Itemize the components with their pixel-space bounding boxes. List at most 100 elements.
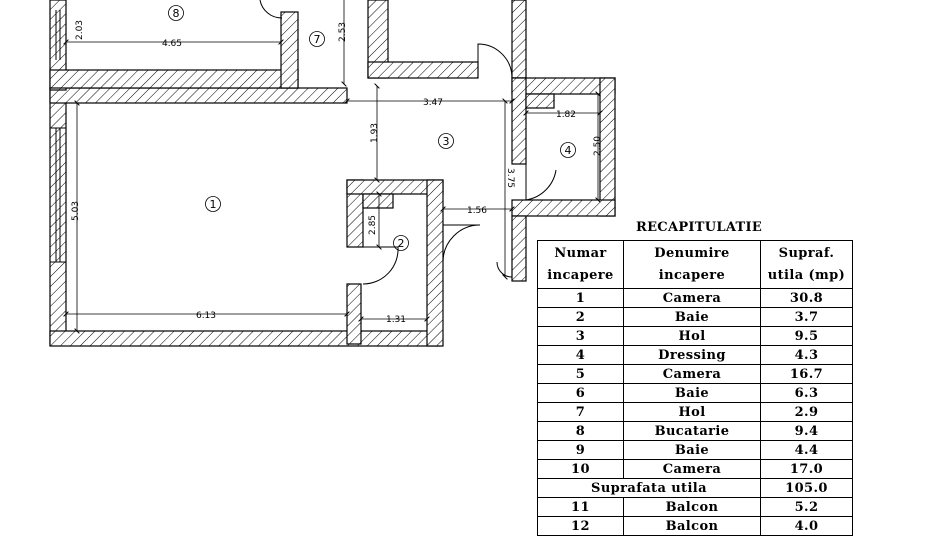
cell-area: 3.7	[760, 307, 853, 327]
header-name-line1: Denumire	[654, 245, 730, 261]
recap-table: Numar incapere Denumire incapere Supraf.…	[537, 240, 853, 536]
cell-number: 4	[537, 345, 624, 365]
header-number-line2: incapere	[547, 267, 614, 283]
room-label-2: 2	[398, 237, 405, 250]
dim-label-1-56: 1.56	[467, 206, 487, 216]
room-marker-2	[393, 235, 409, 251]
cell-area: 4.4	[760, 440, 853, 460]
cell-area: 4.3	[760, 345, 853, 365]
dimension-lines	[63, 0, 603, 334]
door-room4	[525, 164, 557, 201]
wall-room4-bottom	[511, 199, 616, 217]
door-room2	[362, 246, 399, 285]
cell-name: Baie	[623, 307, 761, 327]
room-label-1: 1	[210, 198, 217, 211]
cell-name: Camera	[623, 364, 761, 384]
door-hol-lower	[496, 261, 513, 278]
cell-number: 1	[537, 288, 624, 308]
cell-area: 17.0	[760, 459, 853, 479]
cell-name: Camera	[623, 288, 761, 308]
cell-area: 4.0	[760, 516, 853, 536]
cell-area: 9.4	[760, 421, 853, 441]
header-number-line1: Numar	[554, 245, 607, 261]
wall-room4-left	[511, 77, 527, 165]
header-name: Denumire incapere	[623, 240, 761, 289]
cell-name: Balcon	[623, 516, 761, 536]
total-area: 105.0	[760, 478, 853, 498]
cell-name: Bucatarie	[623, 421, 761, 441]
cell-name: Baie	[623, 440, 761, 460]
room-label-4: 4	[565, 144, 572, 157]
header-area-line2: utila (mp)	[767, 267, 846, 283]
window-left	[50, 10, 66, 263]
cell-area: 9.5	[760, 326, 853, 346]
room-marker-3	[438, 133, 454, 149]
cell-name: Hol	[623, 402, 761, 422]
wall-room2-right	[426, 179, 444, 347]
cell-number: 6	[537, 383, 624, 403]
cell-number: 7	[537, 402, 624, 422]
wall-room1-top	[49, 87, 348, 104]
dim-label-1-93: 1.93	[370, 123, 380, 143]
cell-name: Balcon	[623, 497, 761, 517]
cell-number: 8	[537, 421, 624, 441]
room-label-8: 8	[173, 7, 180, 20]
wall-room1-left	[49, 87, 67, 346]
dimension-labels: 2.03 4.65 2.53 3.47 1.82 1.93 2.50 3.75 …	[71, 20, 603, 325]
cell-number: 9	[537, 440, 624, 460]
door-room8	[259, 0, 283, 19]
cell-number: 11	[537, 497, 624, 517]
total-label: Suprafata utila	[537, 478, 761, 498]
cell-number: 10	[537, 459, 624, 479]
room-label-3: 3	[443, 135, 450, 148]
cell-number: 12	[537, 516, 624, 536]
room-numbers	[168, 5, 576, 251]
header-name-line2: incapere	[658, 267, 726, 283]
walls	[49, 0, 616, 347]
wall-upper-right	[511, 0, 527, 79]
cell-area: 5.2	[760, 497, 853, 517]
wall-room4-inner	[525, 93, 555, 109]
cell-area: 2.9	[760, 402, 853, 422]
room-marker-7	[309, 31, 325, 47]
cell-name: Hol	[623, 326, 761, 346]
dim-label-6-13: 6.13	[196, 311, 216, 321]
room-number-labels: 1 2 3 4 7 8	[173, 7, 572, 250]
cell-name: Camera	[623, 459, 761, 479]
header-area-line1: Supraf.	[778, 245, 835, 261]
room-marker-4	[560, 142, 576, 158]
wall-hol-right	[511, 215, 527, 282]
room-marker-8	[168, 5, 184, 21]
dim-label-2-85: 2.85	[368, 215, 378, 235]
cell-name: Dressing	[623, 345, 761, 365]
header-number: Numar incapere	[537, 240, 624, 289]
wall-room8-bottom	[49, 69, 299, 89]
wall-room1-bottom	[49, 330, 441, 347]
wall-room2-inner-step	[362, 193, 394, 209]
wall-upper-bottom	[367, 61, 479, 79]
cell-number: 5	[537, 364, 624, 384]
room-label-7: 7	[314, 33, 321, 46]
dim-label-3-47: 3.47	[423, 98, 443, 108]
door-hol-entrance	[442, 224, 481, 263]
recap-title: RECAPITULATIE	[636, 220, 763, 235]
room-marker-1	[205, 196, 221, 212]
dim-label-1-31: 1.31	[386, 315, 406, 325]
dim-label-2-50: 2.50	[593, 136, 603, 156]
doors	[259, 0, 557, 285]
dim-label-1-82: 1.82	[556, 110, 576, 120]
cell-area: 16.7	[760, 364, 853, 384]
